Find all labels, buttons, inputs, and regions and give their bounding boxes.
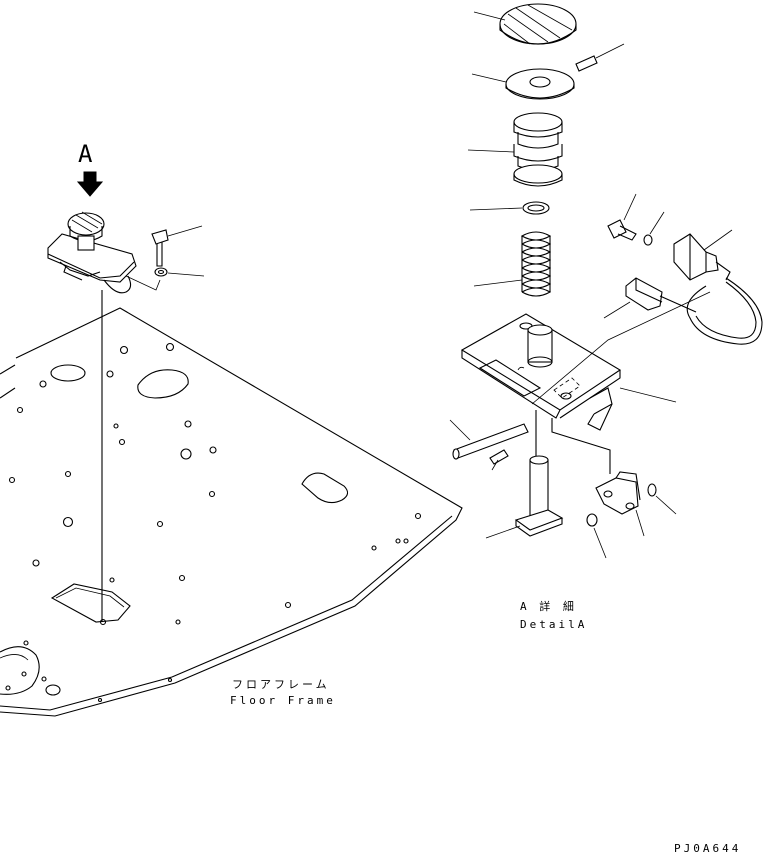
pressure-switch: [673, 229, 763, 345]
washer: [647, 483, 657, 497]
long-pin: [449, 419, 529, 460]
pin: [575, 55, 598, 72]
arrow-down-icon: [76, 171, 104, 197]
pedal-pad: [473, 3, 577, 45]
lever-bracket: [551, 418, 645, 537]
roll-pin: [489, 449, 509, 465]
view-marker: A: [76, 140, 104, 197]
floor-cutout: [301, 472, 349, 504]
connector: [603, 277, 697, 319]
floor-frame-label-en: Floor Frame: [230, 694, 336, 707]
floor-frame-label-jp: フロアフレーム: [232, 678, 330, 691]
washer: [586, 513, 598, 527]
retainer-plate: [471, 68, 575, 100]
rubber-boot: [467, 112, 563, 187]
detail-label-en: DetailA: [520, 618, 587, 631]
washer: [522, 201, 550, 215]
drawing-code: PJ0A644: [674, 842, 741, 855]
detail-label-jp: A 詳 細: [520, 599, 577, 613]
spring: [473, 231, 552, 297]
base-plate: [460, 313, 677, 431]
floor-cutout: [50, 583, 131, 623]
floor-frame: [0, 290, 463, 717]
floor-cutout: [137, 369, 189, 399]
shaft: [485, 410, 564, 539]
detail-a: [449, 3, 763, 559]
labels: フロアフレーム Floor Frame A 詳 細 DetailA PJ0A64…: [230, 599, 741, 855]
view-marker-letter: A: [78, 140, 93, 168]
bolt-upper: [607, 193, 665, 246]
pedal-switch-small: [47, 211, 205, 294]
floor-small-holes: [5, 342, 422, 703]
floor-hole: [50, 364, 86, 382]
